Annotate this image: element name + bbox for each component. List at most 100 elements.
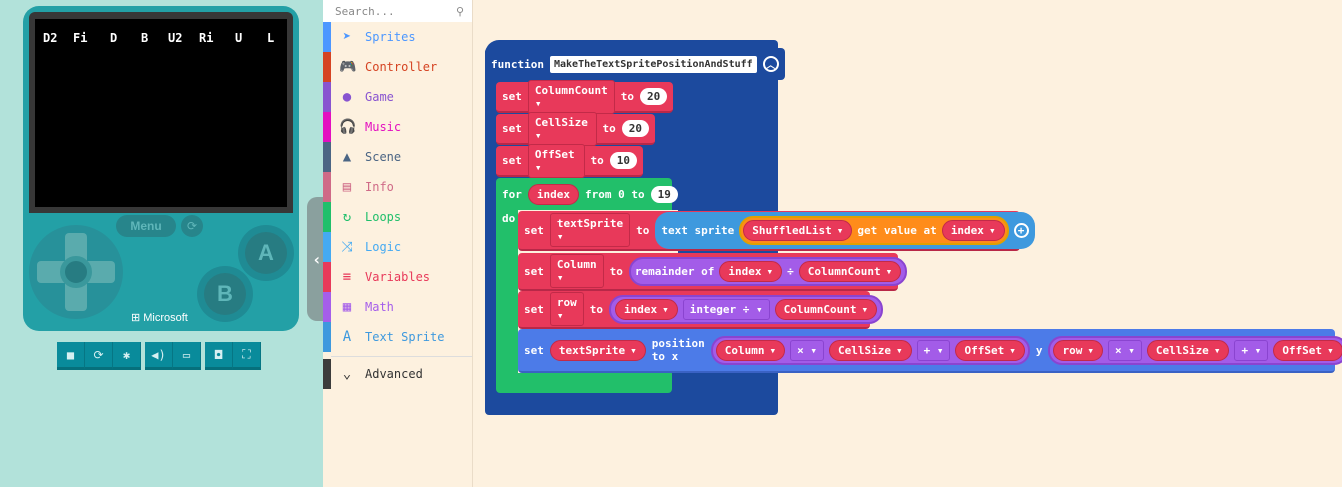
value-input[interactable]: 20 [639,88,668,105]
sim-toolbar-group-3: ◘⛶ [205,342,261,370]
screen-text: B [141,31,149,45]
category-label: Logic [365,240,402,254]
collapse-simulator-button[interactable]: ‹ [307,197,327,321]
variable-dropdown[interactable]: Column ▾ [549,254,604,288]
set-keyword: set [502,122,522,135]
operator-dropdown[interactable]: × ▾ [1107,339,1142,361]
variable-dropdown[interactable]: OffSet ▾ [1273,339,1342,361]
variable-dropdown[interactable]: index ▾ [719,260,783,282]
category-icon: ≡ [342,269,352,285]
variable-dropdown[interactable]: CellSize ▾ [828,339,912,361]
value-input[interactable]: 10 [609,152,637,169]
toolbox-category-game[interactable]: ● Game [323,82,472,112]
fullscreen-icon[interactable]: ⛶ [233,342,261,370]
variable-dropdown[interactable]: ColumnCount ▾ [774,298,878,320]
operator-dropdown[interactable]: integer ÷ ▾ [682,298,770,320]
plus-icon[interactable]: + [1013,222,1029,238]
toolbox-category-advanced[interactable]: ⌄Advanced [323,359,472,389]
b-button[interactable]: B [197,266,253,322]
a-label: A [245,232,287,274]
for-header: for index from 0 to 19 [496,180,684,208]
category-label: Game [365,90,394,104]
sound-icon[interactable]: ◀) [145,342,173,370]
category-icon: ● [342,89,352,105]
screen-text: D2 [43,31,58,45]
set-text-sprite-block[interactable]: set textSprite ▾ to text sprite Shuffled… [518,211,1035,251]
category-label: Math [365,300,394,314]
category-icon: 🎮 [339,59,357,75]
operator-dropdown[interactable]: × ▾ [790,339,824,361]
menu-button[interactable]: Menu [116,215,176,237]
variable-dropdown[interactable]: textSprite ▾ [549,339,646,361]
set-position-block[interactable]: set textSprite ▾ position to x Column ▾ … [518,329,1342,373]
variable-dropdown[interactable]: OffSet ▾ [955,339,1025,361]
stop-icon[interactable]: ■ [57,342,85,370]
variable-dropdown[interactable]: ColumnCount ▾ [798,260,902,282]
variable-dropdown[interactable]: row ▾ [1053,339,1103,361]
operator-dropdown[interactable]: + ▾ [1234,339,1269,361]
debug-icon[interactable]: ✱ [113,342,141,370]
toolbox-category-loops[interactable]: ↻Loops [323,202,472,232]
toolbox-category-logic[interactable]: ⤨Logic [323,232,472,262]
restart-icon[interactable]: ⟳ [85,342,113,370]
keyboard-icon[interactable]: ▭ [173,342,201,370]
set-variable-block[interactable]: set CellSize ▾ to 20 [496,111,655,146]
operator-dropdown[interactable]: + ▾ [916,339,951,361]
to-keyword: to [620,90,634,103]
set-row-block[interactable]: set row ▾ to index ▾ integer ÷ ▾ ColumnC… [518,291,884,329]
category-icon: ▤ [342,179,352,195]
toolbox-category-info[interactable]: ▤Info [323,172,472,202]
toolbox-category-controller[interactable]: 🎮Controller [323,52,472,82]
set-keyword: set [502,154,522,167]
toolbox-category-scene[interactable]: ▲Scene [323,142,472,172]
category-icon: ▦ [342,299,352,315]
remainder-block[interactable]: remainder of index ▾ ÷ ColumnCount ▾ [628,256,908,286]
variable-dropdown[interactable]: ColumnCount ▾ [527,79,615,114]
loop-variable[interactable]: index [527,183,579,205]
a-button[interactable]: A [238,225,294,281]
loop-end-input[interactable]: 19 [650,185,678,203]
screenshot-icon[interactable]: ◘ [205,342,233,370]
arithmetic-block[interactable]: index ▾ integer ÷ ▾ ColumnCount ▾ [609,294,884,324]
b-label: B [204,273,246,315]
toolbox-category-math[interactable]: ▦ Math [323,292,472,322]
toolbox-category-sprites[interactable]: ➤Sprites [323,22,472,52]
list-get-block[interactable]: ShuffledList ▾ get value at index ▾ [739,215,1009,245]
variable-dropdown[interactable]: CellSize ▾ [527,111,597,146]
toolbox-category-music[interactable]: 🎧Music [323,112,472,142]
variable-dropdown[interactable]: OffSet ▾ [527,143,585,178]
variable-dropdown[interactable]: ShuffledList ▾ [743,219,853,241]
dpad[interactable] [29,225,123,319]
to-keyword: to [602,122,616,135]
search-input[interactable]: Search...⚲ [323,0,472,22]
search-placeholder: Search... [335,4,395,18]
block-label: position to x [651,337,705,363]
game-screen[interactable]: D2 Fi D B U2 Ri U L [35,19,287,207]
category-label: Variables [365,270,431,284]
variable-dropdown[interactable]: textSprite ▾ [549,213,631,247]
variable-dropdown[interactable]: index ▾ [615,298,678,320]
toolbox-category-variables[interactable]: ≡ Variables [323,262,472,292]
x-expression[interactable]: Column ▾ × ▾ CellSize ▾ + ▾ OffSet ▾ [710,335,1030,365]
collapse-icon[interactable]: ︿ [762,56,779,72]
screen-text: Fi [73,31,88,45]
reset-button[interactable]: ⟳ [181,215,203,237]
sim-toolbar-group-2: ◀)▭ [145,342,201,370]
set-column-block[interactable]: set Column ▾ to remainder of index ▾ ÷ C… [518,253,908,291]
category-label: Loops [365,210,402,224]
variable-dropdown[interactable]: CellSize ▾ [1146,339,1230,361]
variable-dropdown[interactable]: row ▾ [549,292,584,326]
variable-dropdown[interactable]: index ▾ [941,219,1005,241]
function-name-field[interactable]: MakeTheTextSpritePositionAndStuff [549,55,757,73]
text-sprite-block[interactable]: text sprite ShuffledList ▾ get value at … [655,211,1035,249]
function-keyword: function [491,57,544,71]
y-expression[interactable]: row ▾ × ▾ CellSize ▾ + ▾ OffSet ▾ [1048,335,1342,365]
screen-text: Ri [199,31,214,45]
screen-text: L [267,31,275,45]
blocks-workspace[interactable]: function MakeTheTextSpritePositionAndStu… [474,0,1342,487]
value-input[interactable]: 20 [621,120,649,137]
variable-dropdown[interactable]: Column ▾ [715,339,786,361]
